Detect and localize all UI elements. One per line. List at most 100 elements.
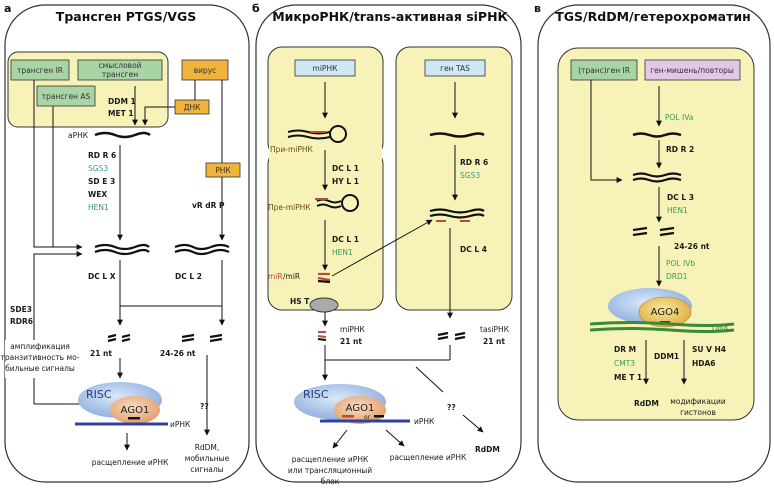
label-wex: WEX — [88, 190, 107, 199]
box-mirna-gene-label: miРНК — [313, 64, 339, 73]
box-rna-label: РНК — [215, 166, 231, 175]
label-amplification-1: амплификация — [10, 342, 70, 351]
label-hyl1: HY L 1 — [332, 177, 359, 186]
panel-c-title: TGS/RdDM/гетерохроматин — [555, 9, 750, 24]
label-ddm1: DDM 1 — [108, 97, 136, 106]
sirna-2426nt — [181, 333, 223, 343]
label-rdr6-side: RDR6 — [10, 317, 33, 326]
panel-c-letter: в — [534, 2, 541, 15]
ago1-protein — [110, 396, 160, 424]
label-mrna: иРНК — [170, 420, 191, 429]
label-mirna-out: miРНК — [340, 325, 366, 334]
panel-c-frame — [537, 4, 771, 483]
label-cleavage: расщепление иРНК — [92, 458, 169, 467]
mature-mirna — [317, 338, 327, 341]
box-transgene-ir-label: трансген IR — [17, 66, 63, 75]
label-rdr6: RD R 6 — [88, 151, 116, 160]
label-outcome1-2: или трансляционный — [288, 466, 372, 475]
box-sense-transgene-label-1: смысловой — [98, 61, 141, 70]
panel-c: в TGS/RdDM/гетерохроматин (транс)ген IR … — [534, 2, 771, 483]
label-risc: RISC — [86, 388, 112, 401]
label-sgs3: SGS3 — [88, 164, 108, 173]
label-ago4: AGO4 — [651, 307, 680, 318]
box-target-gene — [644, 59, 741, 81]
target-transcript — [632, 132, 682, 138]
panel-a-frame — [4, 4, 250, 483]
dsrna-dcl2 — [174, 243, 230, 256]
label-pri-mirna: При-miРНК — [270, 145, 314, 154]
label-ago1: AGO1 — [121, 405, 150, 416]
label-drm: DR M — [614, 345, 636, 354]
label-rddm-b: RdDM — [475, 445, 500, 454]
label-pol4a: POL IVa — [665, 113, 693, 122]
label-ago1-b: AGO1 — [346, 403, 375, 414]
tas-region — [395, 46, 513, 311]
box-sense-transgene — [77, 59, 163, 81]
label-sgs3-b: SGS3 — [460, 171, 480, 180]
sirna-c — [632, 226, 675, 237]
pri-mirna — [287, 129, 331, 140]
label-histone-2: гистонов — [680, 408, 716, 417]
mir-duplex — [317, 279, 331, 284]
label-rddm-2: мобильные — [185, 454, 230, 463]
label-unknown-b: ?? — [447, 403, 456, 412]
label-rddm-3: сигналы — [190, 465, 223, 474]
label-rdr6-b: RD R 6 — [460, 158, 488, 167]
panel-b-letter: б — [252, 2, 260, 15]
label-dna: DNA — [712, 324, 729, 333]
label-sde3-side: SDE3 — [10, 305, 32, 314]
label-sde3: SD E 3 — [88, 177, 115, 186]
label-drd1: DRD1 — [666, 272, 688, 281]
box-rna — [205, 162, 241, 178]
panel-b: б МикроРНК/trans-активная siРНК miРНК ге… — [252, 2, 522, 486]
label-ddm1-c: DDM1 — [654, 352, 679, 361]
box-dna-label: ДНК — [184, 103, 201, 112]
label-mir: miR — [268, 272, 283, 281]
label-dclx: DC L X — [88, 272, 116, 281]
label-arna: аРНК — [68, 131, 89, 140]
label-mir-star: /miR — [283, 272, 300, 281]
label-hen1: HEN1 — [88, 203, 109, 212]
label-rddm-c: RdDM — [634, 399, 659, 408]
box-sense-transgene-label-2: трансген — [102, 70, 138, 79]
dna-strand — [589, 321, 735, 333]
label-21nt-a: 21 nt — [340, 337, 362, 346]
box-transgene-as-label: трансген AS — [42, 92, 91, 101]
label-outcome2: расщепление иРНК — [390, 453, 467, 462]
label-21nt: 21 nt — [90, 349, 112, 358]
label-dcl1-a: DC L 1 — [332, 164, 359, 173]
tas-transcript — [429, 132, 485, 138]
panel-b-frame — [255, 4, 522, 483]
label-tasirna: tasiРНК — [480, 325, 510, 334]
label-suvh4: SU V H4 — [692, 345, 726, 354]
box-virus-label: вирус — [194, 66, 217, 75]
label-vrdrp: vR dR P — [192, 201, 225, 210]
sirna-21nt — [107, 333, 131, 343]
tgs-region — [557, 47, 755, 421]
label-21nt-b: 21 nt — [483, 337, 505, 346]
label-cmt3: CMT3 — [614, 359, 635, 368]
label-unknown: ?? — [200, 402, 209, 411]
box-target-gene-label: ген-мишень/повторы — [650, 66, 734, 75]
label-dcl3: DC L 3 — [667, 193, 694, 202]
box-transgene-ir — [10, 59, 70, 81]
panel-a-letter: а — [4, 2, 11, 15]
hst-exporter — [309, 297, 339, 313]
label-met1-c: ME T 1 — [614, 373, 642, 382]
box-tas-gene-label: ген TAS — [440, 64, 470, 73]
tas-dsrna — [429, 208, 485, 219]
label-met1: MET 1 — [108, 109, 134, 118]
box-trans-gene-ir — [570, 59, 638, 81]
label-rdr2: RD R 2 — [666, 145, 694, 154]
panel-a-title: Трансген PTGS/VGS — [56, 9, 196, 24]
label-pre-mirna: Пре-miРНК — [268, 203, 311, 212]
label-24-26nt-c: 24-26 nt — [674, 242, 710, 251]
ago4-protein — [638, 296, 692, 328]
label-dcl1-b: DC L 1 — [332, 235, 359, 244]
label-hen1-b: HEN1 — [332, 248, 353, 257]
panel-a: а Трансген PTGS/VGS трансген IR смыслово… — [1, 2, 250, 483]
box-trans-gene-ir-label: (транс)ген IR — [578, 66, 630, 75]
label-dcl4: DC L 4 — [460, 245, 487, 254]
label-outcome1-1: расщепление иРНК — [292, 455, 369, 464]
